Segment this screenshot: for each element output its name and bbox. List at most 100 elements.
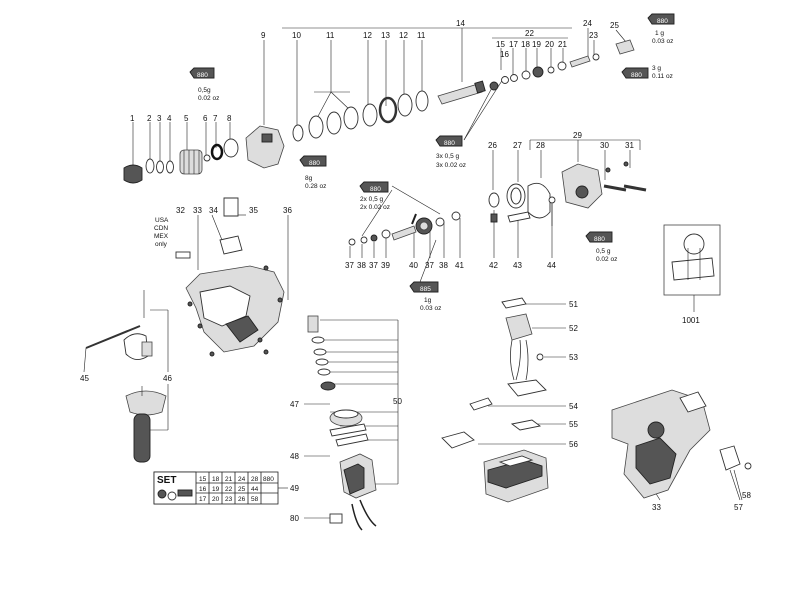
svg-text:25: 25 [238,486,246,493]
svg-text:880: 880 [263,476,274,483]
callout-48: 48 [290,452,299,461]
callout-35: 35 [249,206,258,215]
callout-56: 56 [569,440,578,449]
callout-numbers: 1 2 3 4 5 6 7 8 9 10 11 12 13 12 11 14 1… [80,19,751,523]
svg-text:18: 18 [212,476,220,483]
svg-text:3x 0.02 oz: 3x 0.02 oz [436,162,466,169]
svg-text:2x 0.02 oz: 2x 0.02 oz [360,204,390,211]
svg-text:26: 26 [238,496,246,503]
callout-9: 9 [261,31,266,40]
svg-text:1 g: 1 g [655,30,664,37]
svg-text:0,5 g: 0,5 g [596,248,611,255]
svg-text:19: 19 [212,486,220,493]
callout-20: 20 [545,40,554,49]
callout-43: 43 [513,261,522,270]
svg-text:20: 20 [212,496,220,503]
side-handle [83,290,169,463]
callout-24: 24 [583,19,592,28]
leader-lines [132,27,627,165]
grease-tube-icon: 880 [585,231,613,243]
svg-text:2x 0,5 g: 2x 0,5 g [360,196,384,203]
callout-12: 12 [399,31,408,40]
svg-text:17: 17 [199,496,207,503]
gear-housing-parts [488,139,647,258]
svg-text:3x 0,5 g: 3x 0,5 g [436,153,460,160]
grease-tube-icon: 880 [621,67,649,79]
grease-tube-icon: 885 [409,281,439,293]
callout-46: 46 [163,374,172,383]
grease-tube-icon: 880 [299,155,327,167]
svg-text:0.03 oz: 0.03 oz [652,38,673,45]
callout-37: 37 [369,261,378,270]
callout-22: 22 [525,29,534,38]
callout-45: 45 [80,374,89,383]
callout-25: 25 [610,21,619,30]
svg-text:21: 21 [225,476,233,483]
svg-text:16: 16 [199,486,207,493]
callout-47: 47 [290,400,299,409]
motor-assembly [304,315,399,531]
callout-3: 3 [157,114,162,123]
callout-11: 11 [417,31,426,40]
callout-33: 33 [193,206,202,215]
hammer-mechanism-rings [292,39,635,142]
svg-text:3 g: 3 g [652,65,661,72]
svg-text:MEX: MEX [154,233,169,240]
callout-49: 49 [290,484,299,493]
callout-51: 51 [569,300,578,309]
callout-31: 31 [625,141,634,150]
svg-text:880: 880 [370,186,381,193]
callout-19: 19 [532,40,541,49]
callout-1: 1 [130,114,135,123]
callout-23: 23 [589,31,598,40]
callout-8: 8 [227,114,232,123]
callout-41: 41 [455,261,464,270]
set-table: SET 15 18 21 24 28 880 16 19 22 25 44 17… [153,471,288,505]
svg-text:0.03 oz: 0.03 oz [420,305,441,312]
callout-16: 16 [500,50,509,59]
switch-and-battery-parts [441,297,566,503]
callout-52: 52 [569,324,578,333]
svg-text:0,5g: 0,5g [198,87,211,94]
set-label: SET [157,475,176,486]
callout-28: 28 [536,141,545,150]
region-note: USA CDN MEX only [154,217,169,248]
svg-text:880: 880 [657,18,668,25]
inset-1001 [663,224,721,312]
svg-text:44: 44 [251,486,259,493]
callout-39: 39 [381,261,390,270]
svg-text:880: 880 [594,236,605,243]
grease-tube-icon: 880 [189,67,215,79]
callout-26: 26 [488,141,497,150]
grease-tubes: 880 880 880 880 880 880 880 885 [189,13,675,293]
svg-text:22: 22 [225,486,233,493]
svg-text:28: 28 [251,476,259,483]
callout-15: 15 [496,40,505,49]
callout-32: 32 [176,206,185,215]
callout-53: 53 [569,353,578,362]
callout-42: 42 [489,261,498,270]
callout-21: 21 [558,40,567,49]
callout-37: 37 [345,261,354,270]
callout-10: 10 [292,31,301,40]
grease-tube-icon: 880 [359,181,389,193]
callout-27: 27 [513,141,522,150]
callout-54: 54 [569,402,578,411]
callout-7: 7 [213,114,218,123]
svg-text:880: 880 [309,160,320,167]
callout-58: 58 [742,491,751,500]
callout-37: 37 [425,261,434,270]
callout-57: 57 [734,503,743,512]
callout-11: 11 [326,31,335,40]
callout-55: 55 [569,420,578,429]
callout-30: 30 [600,141,609,150]
grease-tube-icon: 880 [435,135,463,147]
svg-text:885: 885 [420,286,431,293]
callout-4: 4 [167,114,172,123]
callout-36: 36 [283,206,292,215]
callout-33: 33 [652,503,661,512]
gear-train-parts [348,185,461,283]
chuck-parts [123,125,285,184]
callout-50: 50 [393,397,402,406]
main-housing [175,197,289,357]
